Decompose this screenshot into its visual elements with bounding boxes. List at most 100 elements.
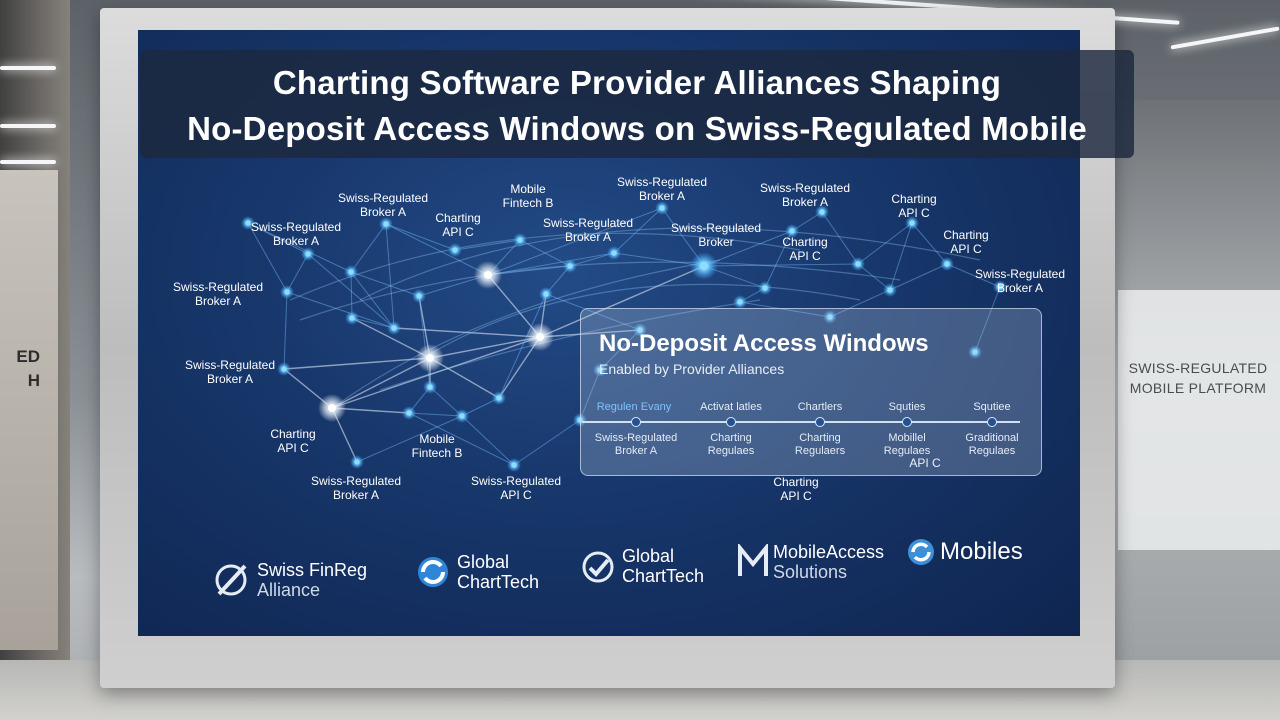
network-node xyxy=(511,462,517,468)
network-edge xyxy=(739,301,831,318)
network-edge xyxy=(385,223,456,251)
network-edge xyxy=(703,230,793,267)
network-node xyxy=(909,220,915,226)
network-label: API C xyxy=(909,456,941,470)
network-node xyxy=(543,291,549,297)
network-edge xyxy=(350,223,387,273)
network-node xyxy=(819,209,825,215)
network-edge xyxy=(454,239,521,251)
timeline-top-label: Squtiee xyxy=(973,401,1011,413)
network-edge xyxy=(764,230,793,289)
network-node xyxy=(855,261,861,267)
timeline-dot xyxy=(902,417,912,427)
panel-subtitle: Enabled by Provider Alliances xyxy=(599,361,785,377)
network-node xyxy=(597,367,603,373)
network-edge xyxy=(393,327,541,338)
network-edge xyxy=(286,253,309,293)
network-edge xyxy=(283,357,431,370)
network-node xyxy=(383,221,389,227)
network-edge xyxy=(487,207,663,276)
right-sign-line: MOBILE PLATFORM xyxy=(1129,380,1267,396)
network-node xyxy=(700,262,708,270)
network-node xyxy=(328,404,336,412)
network-edge xyxy=(889,263,948,291)
network-node xyxy=(536,333,544,341)
network-node xyxy=(281,366,287,372)
network-node xyxy=(305,251,311,257)
network-edge xyxy=(461,415,515,466)
network-node xyxy=(517,237,523,243)
left-sign-line: H xyxy=(27,371,40,390)
timeline-dot xyxy=(631,417,641,427)
network-node xyxy=(887,287,893,293)
network-edge xyxy=(539,329,641,338)
network-node xyxy=(637,327,643,333)
network-node xyxy=(997,284,1003,290)
network-node xyxy=(611,250,617,256)
network-edge xyxy=(703,263,859,267)
network-node xyxy=(567,263,573,269)
network-edge xyxy=(613,252,705,267)
network-edge xyxy=(356,415,463,463)
network-node xyxy=(789,228,795,234)
network-node xyxy=(354,459,360,465)
network-edge xyxy=(385,223,395,329)
network-edge xyxy=(247,222,288,293)
network-node xyxy=(406,410,412,416)
network-node xyxy=(659,205,665,211)
left-wall-sign: ED H xyxy=(0,345,40,393)
network-node xyxy=(944,261,950,267)
network-edge xyxy=(911,222,948,265)
network-arc xyxy=(329,259,721,411)
network-node xyxy=(426,354,434,362)
network-node xyxy=(452,247,458,253)
m-letter-icon xyxy=(738,544,768,576)
network-node xyxy=(416,293,422,299)
network-edge xyxy=(247,222,352,273)
access-windows-panel xyxy=(580,308,1042,476)
network-edge xyxy=(889,222,913,291)
title-banner xyxy=(140,50,1134,158)
right-sign-line: SWISS-REGULATED xyxy=(1128,360,1268,376)
network-edge xyxy=(418,295,431,388)
network-edge xyxy=(408,412,463,417)
network-edge xyxy=(307,253,395,329)
network-edge xyxy=(829,289,891,318)
network-edge xyxy=(385,223,489,276)
ceiling-light xyxy=(0,66,56,70)
timeline-top-label: Chartlers xyxy=(797,401,843,413)
network-node xyxy=(459,413,465,419)
left-sign-line: ED xyxy=(16,347,40,366)
network-edge xyxy=(513,419,581,466)
network-edge xyxy=(331,357,431,409)
timeline-top-label: Regulen Evany xyxy=(596,401,672,413)
network-arc xyxy=(419,283,861,361)
network-edge xyxy=(350,271,395,329)
network-edge xyxy=(487,252,615,276)
network-node xyxy=(427,384,433,390)
network-edge xyxy=(498,293,547,399)
network-edge xyxy=(821,211,859,265)
right-glass-sign: SWISS-REGULATED MOBILE PLATFORM xyxy=(1128,358,1268,398)
timeline-dot xyxy=(815,417,825,427)
network-edge xyxy=(350,271,420,297)
